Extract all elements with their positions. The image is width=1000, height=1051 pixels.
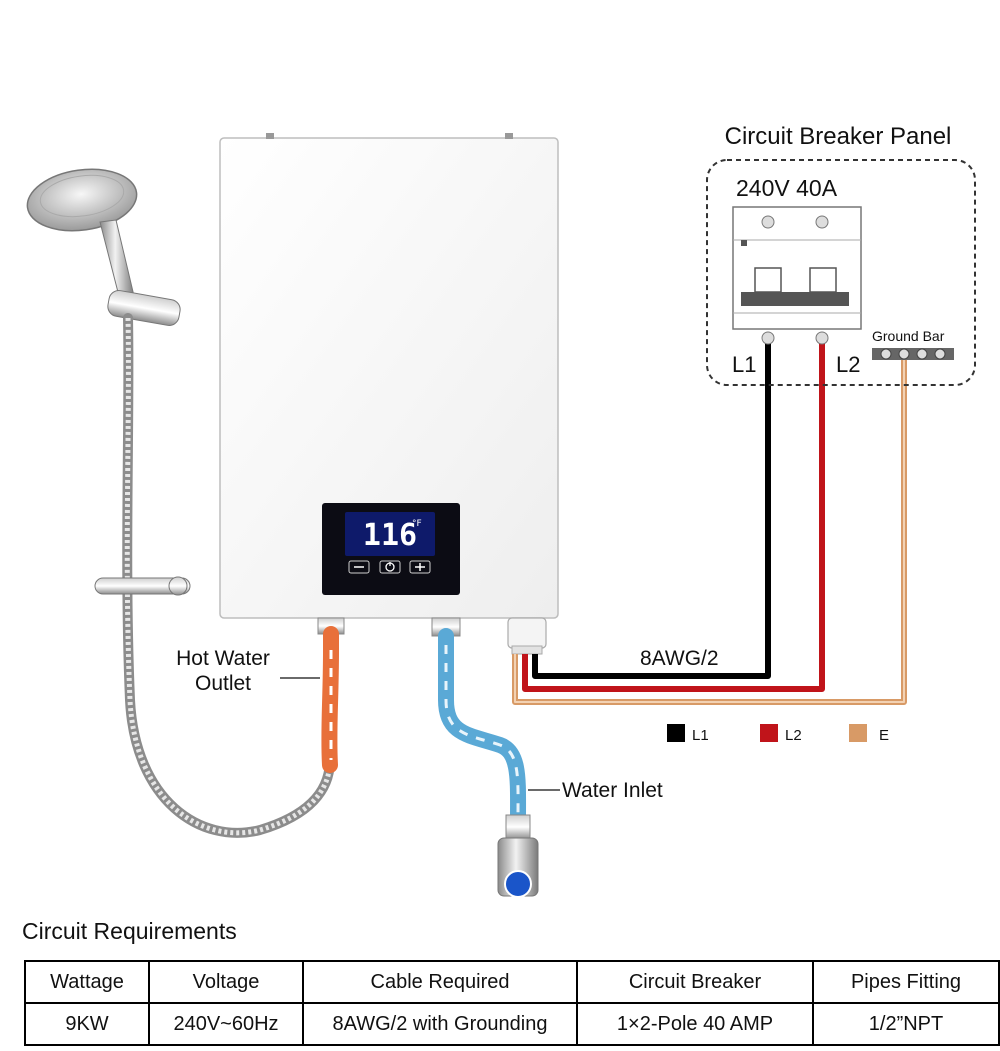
ground-bar-label: Ground Bar [872,328,945,344]
temperature-readout: 116 [363,518,417,553]
hot-water-pipe [317,617,345,773]
cell-cable-required: 8AWG/2 with Grounding [302,1002,578,1046]
legend-item-e: E [849,724,889,744]
shower-head [26,168,181,326]
requirements-title: Circuit Requirements [22,918,237,944]
power-button[interactable] [379,560,401,574]
l1-wire [532,340,771,679]
l2-terminal-label: L2 [836,352,860,377]
cable-label: 8AWG/2 [640,647,719,670]
hot-water-label-line1: Hot Water [176,647,270,670]
legend-swatch [760,724,778,742]
plus-button[interactable] [409,560,431,574]
wiring [512,340,907,705]
water-inlet-label: Water Inlet [562,779,663,802]
table-row: 9KW 240V~60Hz 8AWG/2 with Grounding 1×2-… [24,1002,1000,1046]
legend-label: L2 [785,727,802,744]
header-cable-required: Cable Required [302,960,578,1004]
header-wattage: Wattage [24,960,150,1004]
breaker-rating: 240V 40A [736,175,838,201]
minus-button[interactable] [348,560,370,574]
ground-bar: Ground Bar [872,328,954,360]
cold-water-pipe [431,617,527,828]
inlet-valve [497,814,539,898]
l2-wire [522,340,825,692]
breaker-unit [732,206,862,345]
cable-gland [507,617,547,655]
cell-wattage: 9KW [24,1002,150,1046]
wire-legend: L1 L2 E [667,724,889,744]
installation-diagram: 116 °F [26,123,976,898]
legend-swatch [667,724,685,742]
cell-circuit-breaker: 1×2-Pole 40 AMP [576,1002,814,1046]
legend-label: L1 [692,727,709,744]
hot-water-label-line2: Outlet [195,672,251,695]
panel-title: Circuit Breaker Panel [725,123,952,150]
cell-pipes-fitting: 1/2”NPT [812,1002,1000,1046]
l1-terminal-label: L1 [732,352,756,377]
circuit-breaker-panel: Circuit Breaker Panel 240V 40A L1 L2 Gro… [706,123,976,386]
water-heater: 116 °F [219,133,559,619]
header-voltage: Voltage [148,960,304,1004]
requirements-table: Wattage Voltage Cable Required Circuit B… [24,960,1000,1046]
cell-voltage: 240V~60Hz [148,1002,304,1046]
legend-swatch [849,724,867,742]
legend-item-l2: L2 [760,724,802,744]
temperature-unit: °F [412,519,422,529]
header-circuit-breaker: Circuit Breaker [576,960,814,1004]
legend-label: E [879,727,889,744]
table-header-row: Wattage Voltage Cable Required Circuit B… [24,960,1000,1004]
header-pipes-fitting: Pipes Fitting [812,960,1000,1004]
slide-bracket [94,576,191,596]
legend-item-l1: L1 [667,724,709,744]
